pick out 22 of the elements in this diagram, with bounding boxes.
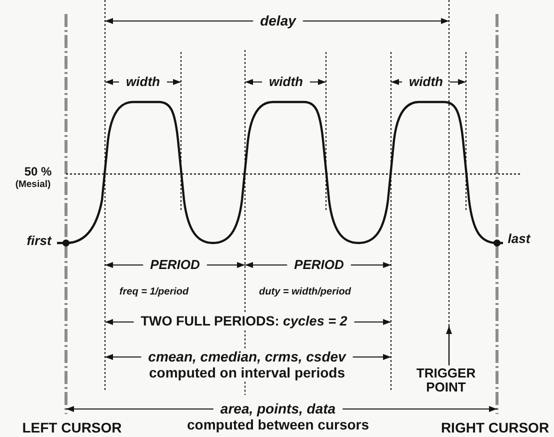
formula-text: freq = 1/period xyxy=(118,286,190,298)
point-label: first xyxy=(26,234,53,248)
dimension-label: width xyxy=(125,74,161,90)
threshold-label: (Mesial) xyxy=(14,180,52,190)
dimension-label: area, points, data xyxy=(219,401,337,417)
leader-arrow xyxy=(446,326,452,366)
dimension-label: width xyxy=(408,74,444,90)
threshold-label: 50 % xyxy=(23,165,53,179)
description-text: computed between cursors xyxy=(186,417,370,433)
dimension-label: PERIOD xyxy=(293,258,345,272)
dimension-label: width xyxy=(268,74,304,90)
dimension-label: PERIOD xyxy=(149,258,201,272)
point-label: last xyxy=(506,232,532,246)
description-text: computed on interval periods xyxy=(148,365,346,381)
cursor-label: LEFT CURSOR xyxy=(21,420,123,436)
dimension-label: TWO FULL PERIODS: cycles = 2 xyxy=(140,314,348,330)
dimension-label: delay xyxy=(259,13,298,29)
cursor-label: RIGHT CURSOR xyxy=(440,420,550,436)
trigger-marker-line xyxy=(447,0,451,326)
trigger-label: TRIGGER POINT xyxy=(406,366,486,394)
formula-text: duty = width/period xyxy=(258,286,352,298)
dimension-label: cmean, cmedian, crms, csdev xyxy=(147,349,348,365)
